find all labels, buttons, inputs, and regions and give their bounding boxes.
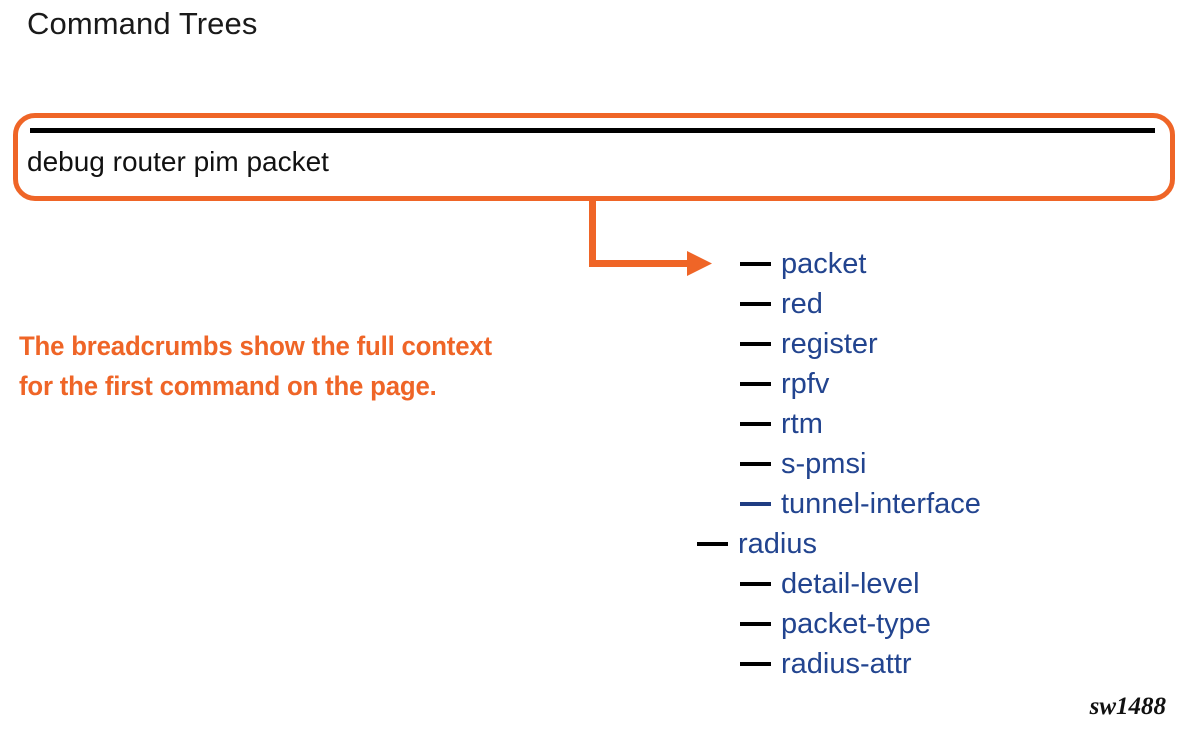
tree-item-label: radius	[738, 528, 817, 560]
tree-item-label: detail-level	[781, 568, 920, 600]
tree-item[interactable]: packet-type	[690, 604, 1160, 644]
tree-item[interactable]: red	[690, 284, 1160, 324]
tree-item[interactable]: tunnel-interface	[690, 484, 1160, 524]
callout-note-line-2: for the first command on the page.	[19, 371, 437, 401]
tree-branch-dash-icon	[740, 502, 771, 506]
tree-item[interactable]: radius-attr	[690, 644, 1160, 684]
callout-note: The breadcrumbs show the full context fo…	[19, 326, 630, 406]
tree-item-label: radius-attr	[781, 648, 912, 680]
tree-item[interactable]: rpfv	[690, 364, 1160, 404]
tree-item[interactable]: rtm	[690, 404, 1160, 444]
tree-branch-dash-icon	[697, 542, 728, 546]
tree-item-label: packet-type	[781, 608, 931, 640]
tree-item-label: rtm	[781, 408, 823, 440]
tree-item-label: red	[781, 288, 823, 320]
tree-branch-dash-icon	[740, 662, 771, 666]
tree-item[interactable]: detail-level	[690, 564, 1160, 604]
command-tree-list: packet red register rpfv rtm s-pmsi tunnel-int…	[690, 244, 1160, 684]
command-breadcrumb-text: debug router pim packet	[27, 146, 329, 177]
command-box-rule	[30, 128, 1155, 133]
tree-item[interactable]: s-pmsi	[690, 444, 1160, 484]
tree-item[interactable]: register	[690, 324, 1160, 364]
tree-branch-dash-icon	[740, 422, 771, 426]
tree-item-label: packet	[781, 248, 867, 280]
tree-item-label: rpfv	[781, 368, 830, 400]
tree-branch-dash-icon	[740, 342, 771, 346]
tree-item[interactable]: packet	[690, 244, 1160, 284]
tree-branch-dash-icon	[740, 302, 771, 306]
tree-branch-dash-icon	[740, 622, 771, 626]
tree-item-label: tunnel-interface	[781, 488, 981, 520]
tree-branch-dash-icon	[740, 262, 771, 266]
tree-item[interactable]: radius	[690, 524, 1160, 564]
elbow-arrow-icon	[589, 196, 712, 276]
callout-note-line-1: The breadcrumbs show the full context	[19, 331, 492, 361]
figure-id-watermark: sw1488	[1089, 693, 1166, 720]
tree-branch-dash-icon	[740, 462, 771, 466]
page-title: Command Trees	[27, 6, 258, 41]
tree-branch-dash-icon	[740, 582, 771, 586]
tree-branch-dash-icon	[740, 382, 771, 386]
tree-item-label: s-pmsi	[781, 448, 867, 480]
tree-item-label: register	[781, 328, 878, 360]
